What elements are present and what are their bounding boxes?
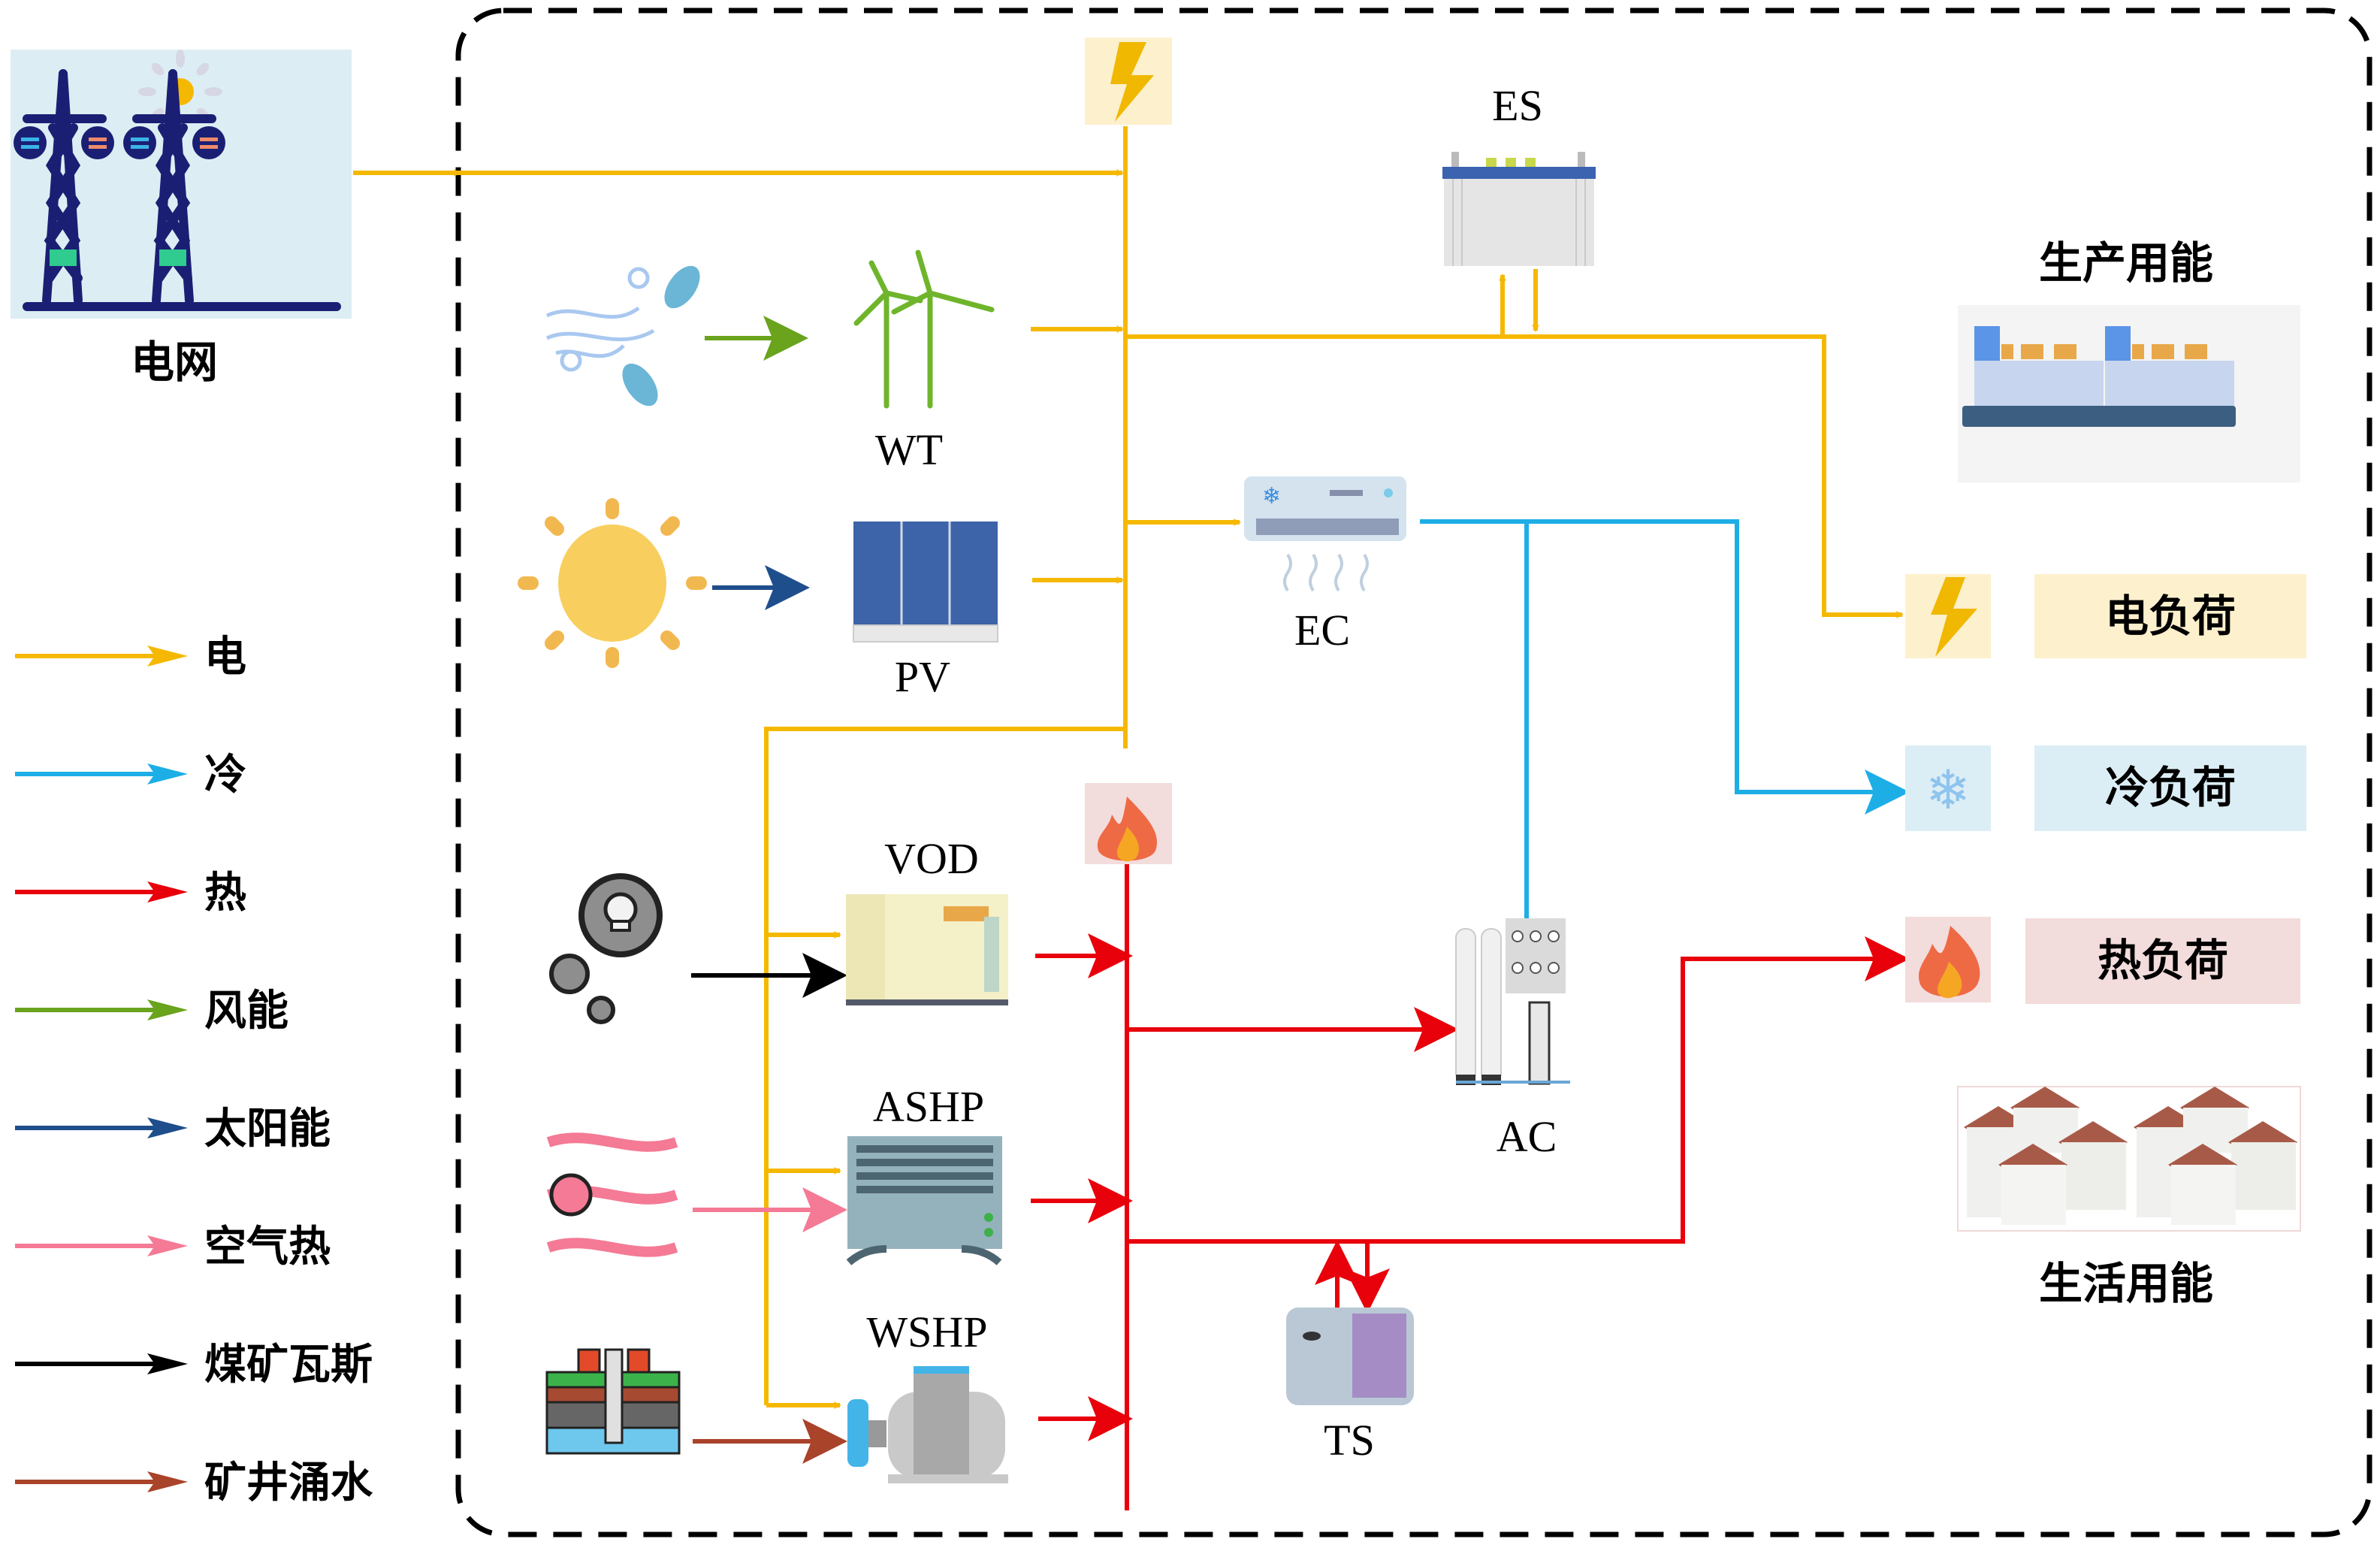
legend-item: 矿井涌水 xyxy=(15,1459,373,1507)
heat-load: 热负荷 xyxy=(1905,917,2300,1004)
ac-label: AC xyxy=(1497,1112,1557,1161)
cooling-load: ❄ 冷负荷 xyxy=(1905,745,2306,831)
ts-label: TS xyxy=(1324,1416,1375,1465)
electric-load-box xyxy=(2034,574,2306,658)
legend-arrowhead xyxy=(147,999,188,1020)
svg-text:❄: ❄ xyxy=(1262,483,1281,509)
bus-to-heat-devices xyxy=(764,727,1125,1405)
legend-item: 风能 xyxy=(15,987,288,1036)
lightning-icon xyxy=(1931,577,1977,657)
thermal-storage-icon xyxy=(1286,1308,1414,1405)
legend-arrowhead xyxy=(147,881,188,903)
heat-to-heat-load xyxy=(1127,936,1910,1244)
cooling-load-label: 冷负荷 xyxy=(2105,762,2236,813)
legend-arrowhead xyxy=(147,763,188,785)
battery-icon xyxy=(1442,152,1596,266)
legend-label: 电 xyxy=(204,633,246,682)
fire-icon xyxy=(1085,783,1172,864)
ec-label: EC xyxy=(1294,606,1350,655)
vod-label: VOD xyxy=(884,834,979,883)
fire-icon xyxy=(1918,926,1980,997)
air-heat-icon xyxy=(546,1132,678,1257)
legend-label: 矿井涌水 xyxy=(204,1459,373,1507)
snowflake-icon: ❄ xyxy=(1925,758,1971,821)
legend-arrowhead xyxy=(147,646,188,667)
heat-load-box xyxy=(2025,918,2300,1004)
bus-to-electric-load xyxy=(1125,334,1904,618)
electric-network xyxy=(353,126,1904,1409)
electric-load: 电负荷 xyxy=(1905,574,2306,658)
wt-label: WT xyxy=(875,425,943,474)
legend-item: 热 xyxy=(15,869,246,918)
solar-panel-icon xyxy=(853,522,998,642)
ashp-label: ASHP xyxy=(873,1082,984,1131)
cooling-load-box xyxy=(2034,745,2306,831)
legend-label: 太阳能 xyxy=(204,1105,331,1153)
cooling-network xyxy=(1420,519,1910,918)
legend-item: 太阳能 xyxy=(15,1105,331,1153)
water-pump-icon xyxy=(847,1366,1008,1483)
wind-turbine-icon xyxy=(853,249,995,409)
ec-to-cooling-load xyxy=(1420,519,1910,815)
legend-item: 空气热 xyxy=(15,1223,331,1271)
lightning-icon xyxy=(1085,38,1172,125)
gas-cloud-icon xyxy=(549,873,663,1024)
legend-arrowhead xyxy=(147,1235,188,1256)
electric-load-label: 电负荷 xyxy=(2105,591,2236,642)
legend-arrowhead xyxy=(147,1353,188,1374)
wshp-label: WSHP xyxy=(866,1308,987,1356)
es-label: ES xyxy=(1492,81,1543,130)
cooling-load-icon-box xyxy=(1905,745,1991,831)
buildings-icon xyxy=(1957,1086,2301,1232)
mine-water-icon xyxy=(545,1348,681,1455)
production-label: 生产用能 xyxy=(2039,237,2213,289)
legend-item: 电 xyxy=(15,633,246,682)
system-boundary xyxy=(455,8,2372,1537)
legend-label: 煤矿瓦斯 xyxy=(204,1341,373,1389)
leaf-icon xyxy=(622,265,700,407)
legend-label: 风能 xyxy=(204,987,288,1036)
legend-label: 空气热 xyxy=(204,1223,331,1271)
living-label: 生活用能 xyxy=(2039,1258,2213,1309)
legend-label: 热 xyxy=(204,869,246,918)
grid-icon xyxy=(11,50,352,319)
absorption-chiller-icon xyxy=(1455,918,1570,1085)
legend-item: 煤矿瓦斯 xyxy=(15,1341,373,1389)
legend-item: 冷 xyxy=(15,751,246,800)
generator-icon xyxy=(846,894,1008,1005)
grid-label: 电网 xyxy=(131,337,218,388)
factory-icon xyxy=(1958,305,2300,482)
fire-inner xyxy=(1938,962,1962,999)
legend-arrowhead xyxy=(147,1117,188,1138)
wind-icon xyxy=(545,267,655,372)
heat-network xyxy=(1031,864,1910,1510)
sun-icon xyxy=(518,498,707,668)
heat-load-label: 热负荷 xyxy=(2098,935,2228,986)
legend-arrowhead xyxy=(147,1471,188,1492)
heat-pump-icon xyxy=(846,1136,1002,1265)
air-conditioner-icon: ❄ xyxy=(1244,476,1406,592)
legend-label: 冷 xyxy=(204,751,246,800)
pv-label: PV xyxy=(895,652,950,701)
